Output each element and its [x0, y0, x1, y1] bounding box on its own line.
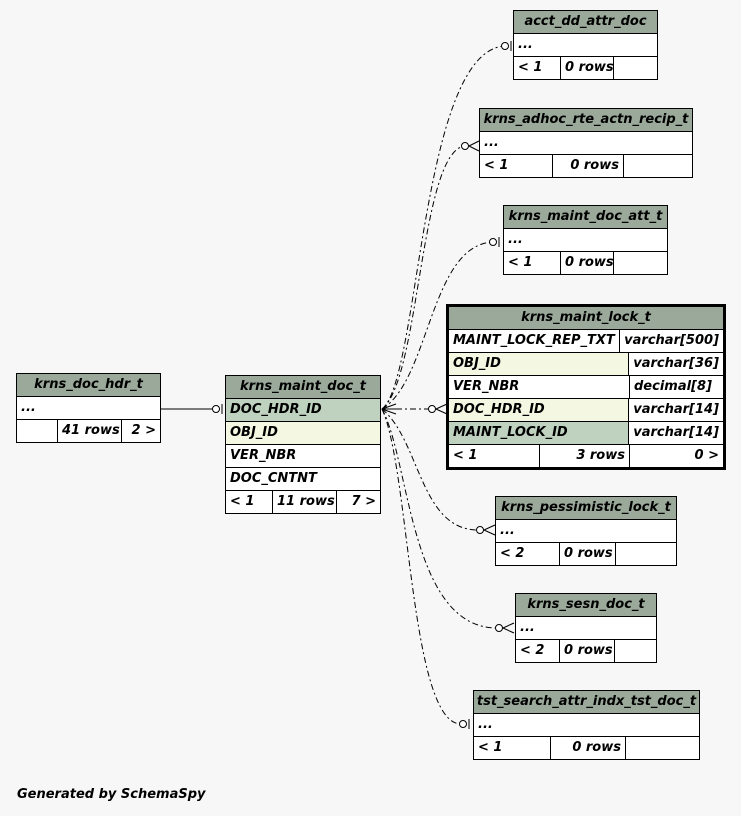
table-krns-pessimistic-lock-t[interactable]: krns_pessimistic_lock_t ... < 2 0 rows — [495, 496, 677, 566]
parents-link[interactable]: < 1 — [478, 740, 503, 755]
column-row[interactable]: MAINT_LOCK_ID varchar[14] — [449, 422, 723, 445]
column-type: varchar[36] — [628, 353, 723, 375]
row-count: 3 rows — [539, 445, 629, 467]
column-row[interactable]: OBJ_ID — [226, 422, 380, 445]
row-count: 0 rows — [559, 543, 615, 565]
column-row[interactable]: DOC_CNTNT — [226, 468, 380, 491]
table-krns-adhoc-rte-actn-recip-t[interactable]: krns_adhoc_rte_actn_recip_t ... < 1 0 ro… — [479, 108, 693, 178]
table-krns-doc-hdr-t[interactable]: krns_doc_hdr_t ... 41 rows 2 > — [16, 373, 161, 443]
relation-maint-pess — [381, 408, 479, 531]
table-krns-maint-lock-t[interactable]: krns_maint_lock_t MAINT_LOCK_REP_TXT var… — [446, 304, 726, 470]
parents-link[interactable] — [17, 420, 57, 442]
children-link[interactable]: 2 > — [121, 420, 160, 442]
children-link[interactable] — [623, 155, 692, 177]
columns-ellipsis: ... — [478, 717, 493, 732]
column-row[interactable]: VER_NBR — [226, 445, 380, 468]
row-count: 41 rows — [57, 420, 121, 442]
parents-link[interactable]: < 1 — [230, 494, 255, 509]
parents-link[interactable]: < 1 — [518, 60, 543, 75]
children-link[interactable]: 0 > — [629, 445, 723, 467]
column-row[interactable]: VER_NBR decimal[8] — [449, 376, 723, 399]
table-krns-maint-doc-att-t[interactable]: krns_maint_doc_att_t ... < 1 0 rows — [503, 205, 668, 275]
optional-circle — [212, 405, 220, 413]
relation-maint-tst — [381, 408, 462, 725]
columns-ellipsis: ... — [21, 400, 36, 415]
parents-link[interactable]: < 1 — [453, 448, 478, 463]
relation-maint-att — [381, 241, 494, 410]
table-title[interactable]: acct_dd_attr_doc — [514, 11, 657, 34]
columns-ellipsis: ... — [484, 135, 499, 150]
table-title[interactable]: krns_maint_lock_t — [449, 307, 723, 330]
row-count: 0 rows — [560, 252, 614, 274]
column-name: MAINT_LOCK_REP_TXT — [453, 333, 615, 348]
row-count: 0 rows — [552, 155, 623, 177]
table-tst-search-attr-indx-tst-doc-t[interactable]: tst_search_attr_indx_tst_doc_t ... < 1 0… — [473, 690, 700, 760]
column-row[interactable]: MAINT_LOCK_REP_TXT varchar[500] — [449, 330, 723, 353]
parents-link[interactable]: < 1 — [508, 255, 533, 270]
children-link[interactable] — [625, 737, 699, 759]
parents-link[interactable]: < 2 — [500, 546, 525, 561]
children-link[interactable] — [615, 543, 676, 565]
table-title[interactable]: krns_sesn_doc_t — [516, 594, 656, 617]
column-type: decimal[8] — [629, 376, 723, 398]
table-title[interactable]: krns_doc_hdr_t — [17, 374, 160, 397]
table-krns-maint-doc-t[interactable]: krns_maint_doc_t DOC_HDR_ID OBJ_ID VER_N… — [225, 375, 381, 514]
column-row[interactable]: OBJ_ID varchar[36] — [449, 353, 723, 376]
columns-ellipsis: ... — [508, 232, 523, 247]
table-title[interactable]: krns_maint_doc_att_t — [504, 206, 667, 229]
table-acct-dd-attr-doc[interactable]: acct_dd_attr_doc ... < 1 0 rows — [513, 10, 658, 80]
children-link[interactable] — [614, 640, 656, 662]
column-name: VER_NBR — [230, 448, 297, 463]
parents-link[interactable]: < 2 — [520, 643, 545, 658]
column-name: OBJ_ID — [226, 422, 380, 444]
table-title[interactable]: krns_pessimistic_lock_t — [496, 497, 676, 520]
column-name: OBJ_ID — [449, 353, 629, 375]
generated-by-label: Generated by SchemaSpy — [17, 787, 206, 802]
table-title[interactable]: krns_maint_doc_t — [226, 376, 380, 399]
columns-ellipsis: ... — [500, 523, 515, 538]
column-name: DOC_HDR_ID — [449, 399, 629, 421]
children-link[interactable]: 7 > — [336, 491, 380, 513]
children-link[interactable] — [613, 252, 667, 274]
column-name: DOC_HDR_ID — [226, 399, 380, 421]
row-count: 0 rows — [560, 57, 614, 79]
column-row[interactable]: DOC_HDR_ID varchar[14] — [449, 399, 723, 422]
row-count: 0 rows — [550, 737, 625, 759]
table-title[interactable]: tst_search_attr_indx_tst_doc_t — [474, 691, 699, 714]
row-count: 0 rows — [559, 640, 614, 662]
table-krns-sesn-doc-t[interactable]: krns_sesn_doc_t ... < 2 0 rows — [515, 593, 657, 663]
row-count: 11 rows — [272, 491, 336, 513]
column-type: varchar[500] — [619, 330, 723, 352]
relation-maint-acct — [381, 45, 506, 410]
relation-maint-adhoc — [381, 145, 466, 410]
parents-link[interactable]: < 1 — [484, 158, 509, 173]
column-type: varchar[14] — [628, 422, 723, 444]
column-type: varchar[14] — [628, 399, 723, 421]
table-title[interactable]: krns_adhoc_rte_actn_recip_t — [480, 109, 692, 132]
column-name: MAINT_LOCK_ID — [449, 422, 629, 444]
column-name: DOC_CNTNT — [230, 471, 317, 486]
columns-ellipsis: ... — [520, 620, 535, 635]
children-link[interactable] — [613, 57, 657, 79]
column-name: VER_NBR — [453, 379, 520, 394]
column-row[interactable]: DOC_HDR_ID — [226, 399, 380, 422]
columns-ellipsis: ... — [518, 37, 533, 52]
